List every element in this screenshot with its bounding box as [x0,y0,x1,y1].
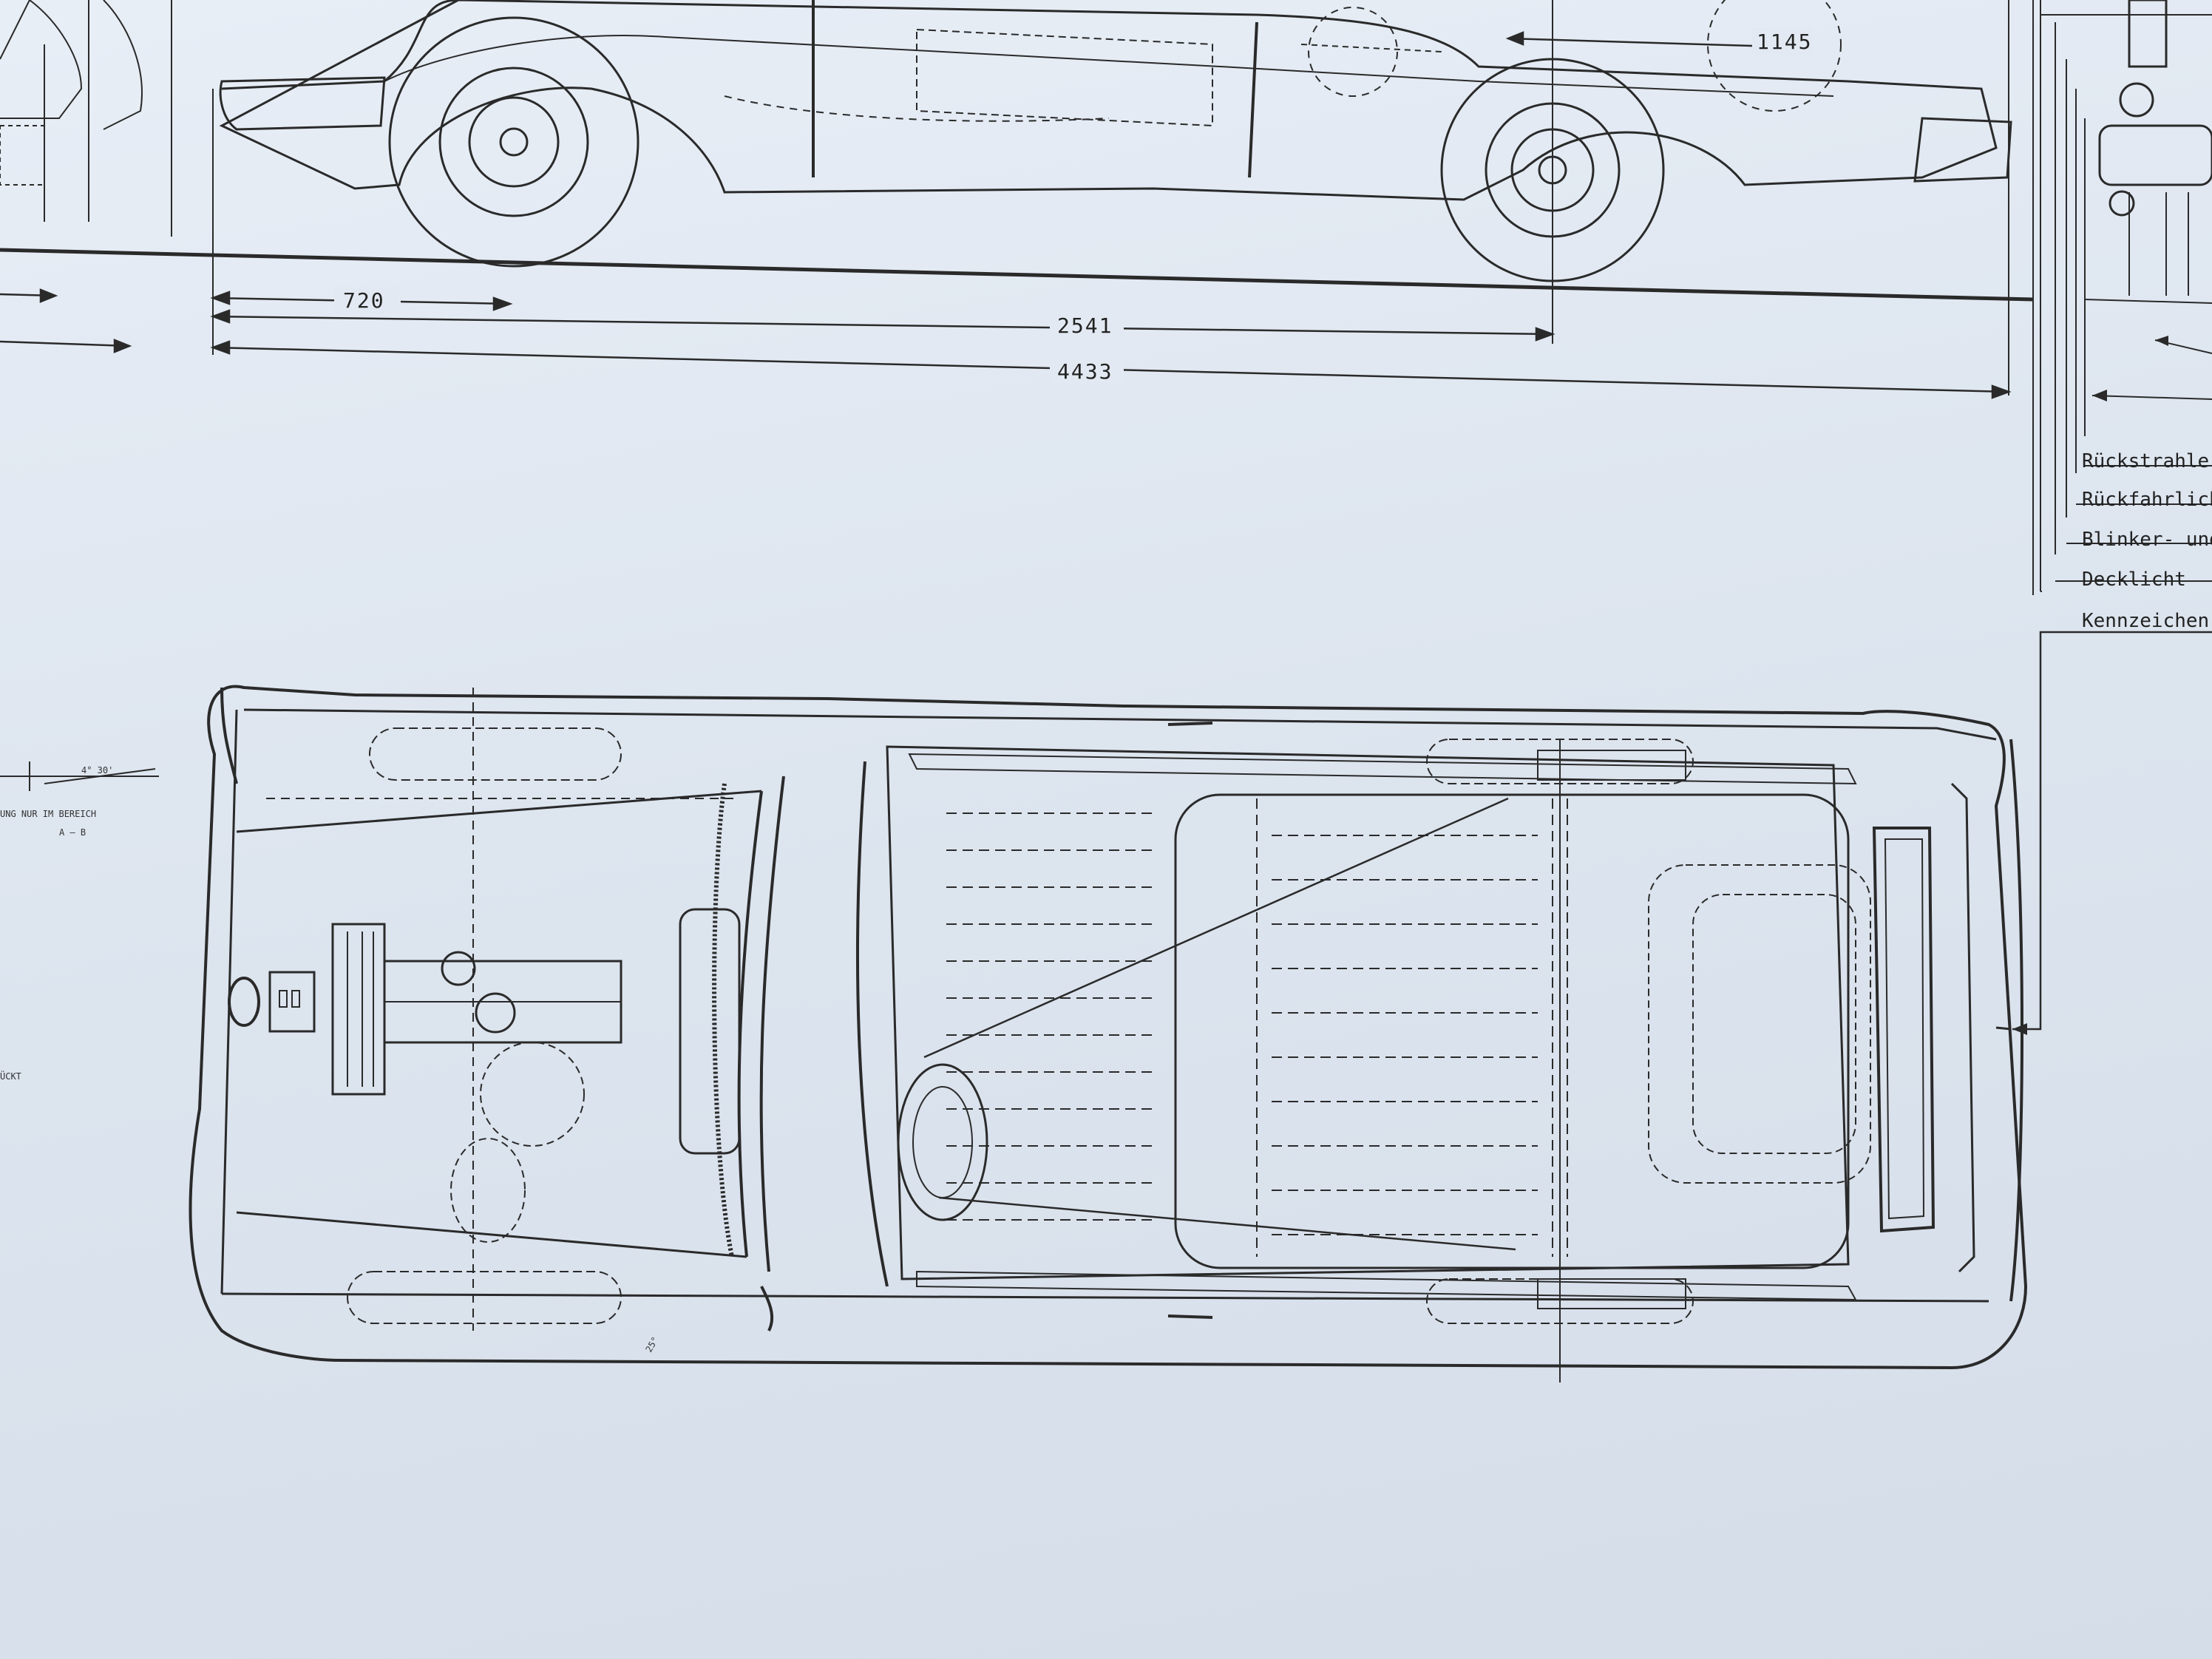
rear-view [2012,0,2212,1035]
annotation-angle-bottom: 25° [643,1335,660,1354]
dim-front-overhang: 720 [343,288,385,313]
label-blinker: Blinker- und [2082,529,2212,551]
dimension-lines [0,31,2012,399]
label-kennzeichen: Kennzeichen [2082,610,2209,632]
dim-rear-overhang: 1145 [1757,30,1812,54]
annotation-note-1: UNG NUR IM BEREICH [0,809,96,819]
annotation-left-note: ÜCKT [0,1070,21,1082]
annotation-angle: 4° 30' [81,765,113,776]
annotation-note-2: A – B [59,827,86,838]
left-annotations [0,761,159,791]
label-decklicht: Decklicht [2082,569,2186,591]
dimension-labels: 1145 720 2541 4433 [334,28,1813,384]
left-annotation-text: 4° 30' UNG NUR IM BEREICH A – B ÜCKT 25° [0,765,660,1354]
plan-view [189,685,2028,1382]
rear-light-labels: Rückstrahler Rückfahrlicht Blinker- und … [2082,450,2212,632]
dim-wheelbase: 2541 [1057,313,1113,338]
dim-overall-length: 4433 [1057,359,1113,384]
label-rueckfahrlicht: Rückfahrlicht [2082,489,2212,511]
label-rueckstrahler: Rückstrahler [2082,450,2212,472]
side-view [0,0,2034,595]
